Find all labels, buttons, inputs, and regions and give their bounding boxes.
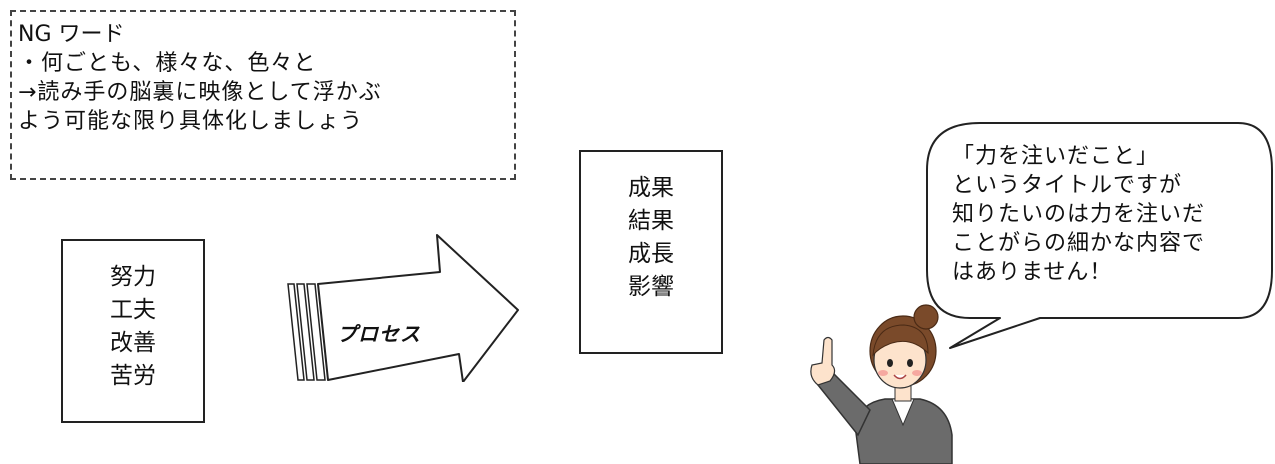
speech-bubble-shape [926,122,1273,349]
smile [893,374,907,380]
result-words-box: 成果 結果 成長 影響 [579,150,723,354]
result-word: 成果 [628,175,674,201]
speech-bubble-line: 「力を注いだこと」 [952,144,1160,169]
process-arrow-label: プロセス [337,322,421,346]
left-cheek [878,370,888,376]
pointing-hand [810,336,836,386]
businesswoman-illustration [810,304,953,464]
effort-words-box: 努力 工夫 改善 苦労 [61,239,205,423]
result-word: 成長 [628,241,674,267]
ng-words-title: NG ワード [18,22,125,47]
speech-bubble-outline [926,122,1273,349]
result-word: 結果 [628,208,674,234]
arrow-tail-stripe [306,283,326,381]
speech-bubble-line: はありません！ [952,260,1113,285]
effort-word: 工夫 [110,297,156,323]
ng-words-line: ・何ごとも、様々な、色々と [18,51,317,76]
right-cheek [912,370,922,376]
arrow-body [317,234,519,382]
result-word: 影響 [628,274,674,300]
process-arrow [287,234,519,382]
left-eye [887,359,893,367]
ng-words-box: NG ワード ・何ごとも、様々な、色々と →読み手の脳裏に映像として浮かぶ よう… [10,10,516,180]
speech-bubble-line: というタイトルですが [952,173,1183,198]
effort-word: 努力 [110,264,156,290]
effort-word: 苦労 [110,363,156,389]
hair-bun [913,304,939,330]
ng-words-line: →読み手の脳裏に映像として浮かぶ [18,80,382,105]
speech-bubble-line: 知りたいのは力を注いだ [952,202,1206,227]
effort-word: 改善 [110,330,156,356]
arrow-tail-stripe [287,283,305,381]
ng-words-line: よう可能な限り具体化しましょう [18,109,364,134]
arrow-tail-stripe [296,283,315,381]
right-eye [907,359,913,367]
speech-bubble-line: ことがらの細かな内容で [952,231,1206,256]
hair-bangs [872,324,929,357]
speech-bubble-text: 「力を注いだこと」 というタイトルですが 知りたいのは力を注いだ ことがらの細か… [952,142,1272,287]
